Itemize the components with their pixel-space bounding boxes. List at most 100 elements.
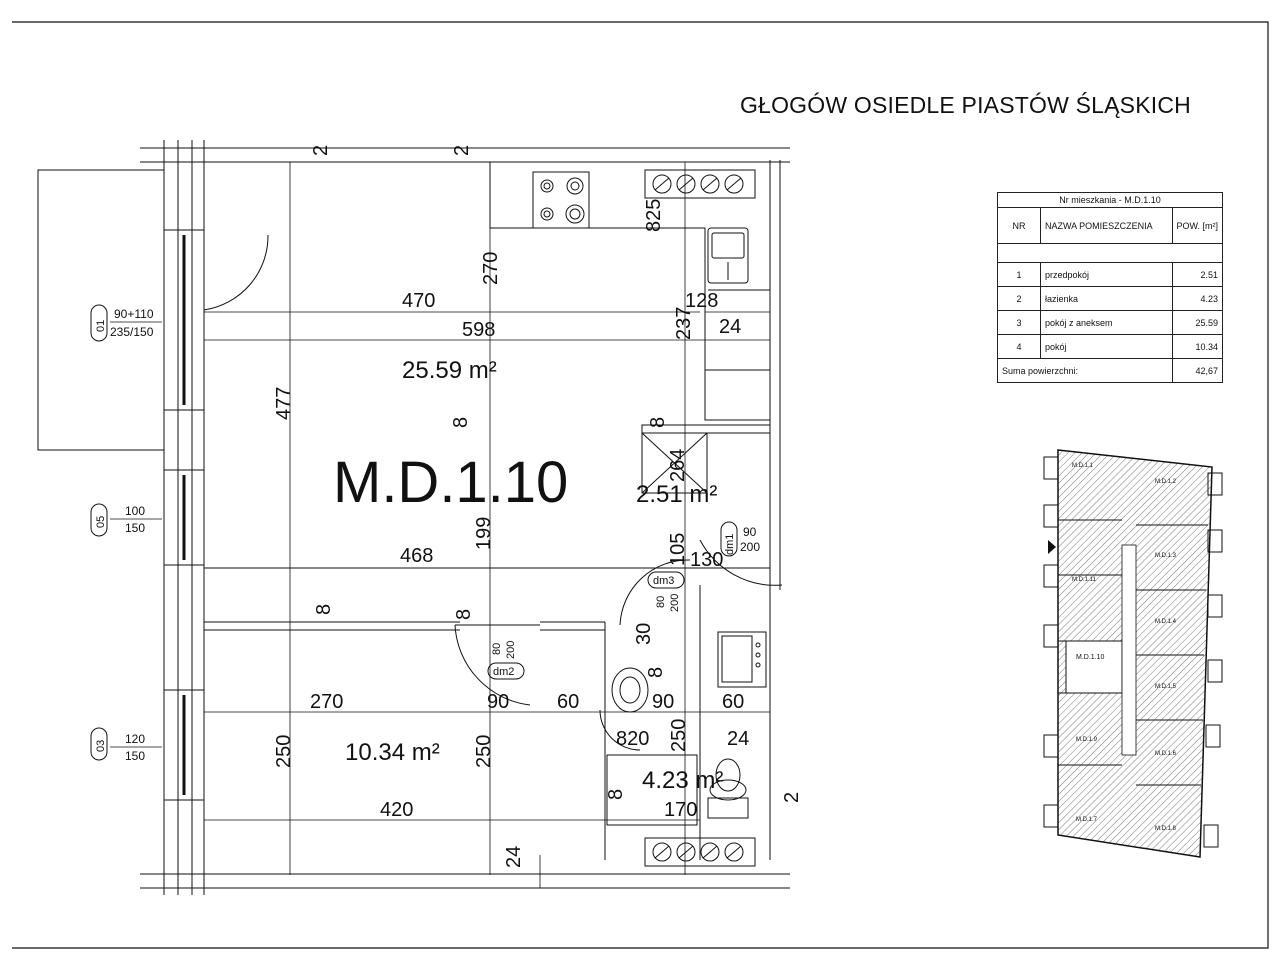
key-unit-label: M.D.1.2 — [1155, 479, 1177, 485]
total-value: 42,67 — [1171, 358, 1223, 383]
key-unit-label: M.D.1.11 — [1072, 577, 1097, 583]
row-area: 25.59 — [1171, 310, 1223, 335]
door-width: 80 — [655, 596, 667, 608]
door-height: 200 — [740, 540, 760, 554]
dim-250-a: 250 — [273, 735, 295, 768]
table-total-row: Suma powierzchni: 42,67 — [997, 358, 1223, 383]
dim-237: 237 — [673, 307, 695, 340]
dim-8-f: 8 — [605, 789, 627, 800]
key-unit-label-highlighted: M.D.1.10 — [1076, 654, 1105, 661]
row-nr: 1 — [997, 262, 1041, 287]
unit-dividers — [1058, 519, 1208, 786]
key-unit-label: M.D.1.8 — [1155, 826, 1177, 832]
key-unit-label: M.D.1.3 — [1155, 553, 1177, 559]
table-row: 1 przedpokój 2.51 — [997, 262, 1223, 287]
window-size-top: 100 — [125, 504, 145, 518]
door-tag-dm1: dm1 90 200 — [720, 521, 760, 557]
dim-2-a: 2 — [310, 145, 332, 156]
dim-130: 130 — [690, 549, 723, 571]
dim-825: 825 — [643, 199, 665, 232]
window-tag-01: 01 90+110 235/150 — [90, 304, 162, 342]
balcony-stubs — [1043, 456, 1223, 848]
row-nr: 2 — [997, 286, 1041, 311]
header-name: NAZWA POMIESZCZENIA — [1040, 207, 1173, 244]
window-size-top: 120 — [125, 732, 145, 746]
dim-470: 470 — [402, 290, 435, 312]
window-code: 01 — [95, 320, 107, 332]
dim-270-top: 270 — [480, 252, 502, 285]
exterior-wall — [163, 140, 205, 895]
door-width: 90 — [743, 525, 757, 539]
door-height: 200 — [669, 594, 681, 612]
sheet-frame — [12, 21, 1269, 949]
dim-199: 199 — [473, 517, 495, 550]
ventilation-shafts — [644, 169, 756, 867]
window-code: 05 — [95, 516, 107, 528]
dim-8-a: 8 — [450, 417, 472, 428]
header-area: POW. [m²] — [1171, 207, 1223, 244]
key-unit-label: M.D.1.9 — [1076, 737, 1098, 743]
row-name: pokój — [1040, 334, 1173, 359]
door-tag-dm2: dm2 80 200 — [487, 641, 525, 680]
key-unit-label: M.D.1.7 — [1076, 817, 1098, 823]
window-code: 03 — [95, 740, 107, 752]
dim-2-b: 2 — [451, 145, 473, 156]
key-unit-label: M.D.1.1 — [1072, 463, 1094, 469]
corridor — [1121, 544, 1137, 756]
key-unit-label: M.D.1.4 — [1155, 619, 1177, 625]
room-area-1: 2.51 m² — [636, 481, 717, 508]
apartment-id: M.D.1.10 — [333, 450, 568, 515]
table-row: 2 łazienka 4.23 — [997, 286, 1223, 311]
door-tag-dm3: dm3 80 200 — [647, 571, 685, 612]
dim-8-b: 8 — [647, 417, 669, 428]
room-area-table: Nr mieszkania - M.D.1.10 NR NAZWA POMIES… — [997, 192, 1223, 383]
dim-30: 30 — [633, 623, 655, 645]
row-name: pokój z aneksem — [1040, 310, 1173, 335]
row-area: 4.23 — [1171, 286, 1223, 311]
key-unit-label: M.D.1.6 — [1155, 751, 1177, 757]
table-row: 3 pokój z aneksem 25.59 — [997, 310, 1223, 335]
entrance-arrow-icon — [1048, 540, 1056, 554]
dim-90-b: 90 — [652, 691, 674, 713]
door-width: 80 — [491, 643, 503, 655]
dim-250-c: 250 — [668, 719, 690, 752]
table-row: 4 pokój 10.34 — [997, 334, 1223, 359]
row-name: przedpokój — [1040, 262, 1173, 287]
dim-468: 468 — [400, 545, 433, 567]
dim-128: 128 — [685, 290, 718, 312]
window-size-bottom: 150 — [125, 749, 145, 763]
window-size-bottom: 235/150 — [110, 325, 154, 339]
total-label: Suma powierzchni: — [997, 358, 1173, 383]
row-name: łazienka — [1040, 286, 1173, 311]
room-area-3: 25.59 m² — [402, 357, 497, 384]
dim-60-a: 60 — [557, 691, 579, 713]
dim-820: 820 — [616, 728, 649, 750]
dim-264: 264 — [667, 449, 689, 482]
door-code: dm3 — [653, 575, 674, 587]
dim-598: 598 — [462, 319, 495, 341]
dim-8-c: 8 — [313, 604, 335, 615]
dim-477: 477 — [273, 387, 295, 420]
door-code: dm2 — [493, 666, 514, 678]
dim-105: 105 — [667, 533, 689, 566]
table-spacer — [997, 243, 1223, 263]
dim-170: 170 — [664, 799, 697, 821]
dim-24-top: 24 — [719, 316, 741, 338]
header-nr: NR — [997, 207, 1041, 244]
door-height: 200 — [505, 641, 517, 659]
dimension-lines — [204, 162, 770, 888]
window-size-top: 90+110 — [114, 307, 154, 321]
dim-60-b: 60 — [722, 691, 744, 713]
row-nr: 4 — [997, 334, 1041, 359]
window-tag-05: 05 100 150 — [90, 503, 162, 537]
row-area: 2.51 — [1171, 262, 1223, 287]
dim-250-b: 250 — [473, 735, 495, 768]
dim-24-mid: 24 — [727, 728, 749, 750]
room-area-4: 10.34 m² — [345, 739, 440, 766]
dim-90-a: 90 — [487, 691, 509, 713]
dim-420: 420 — [380, 799, 413, 821]
dim-24-bottom: 24 — [503, 846, 525, 868]
dim-8-e: 8 — [645, 667, 667, 678]
dim-8-d: 8 — [453, 609, 475, 620]
